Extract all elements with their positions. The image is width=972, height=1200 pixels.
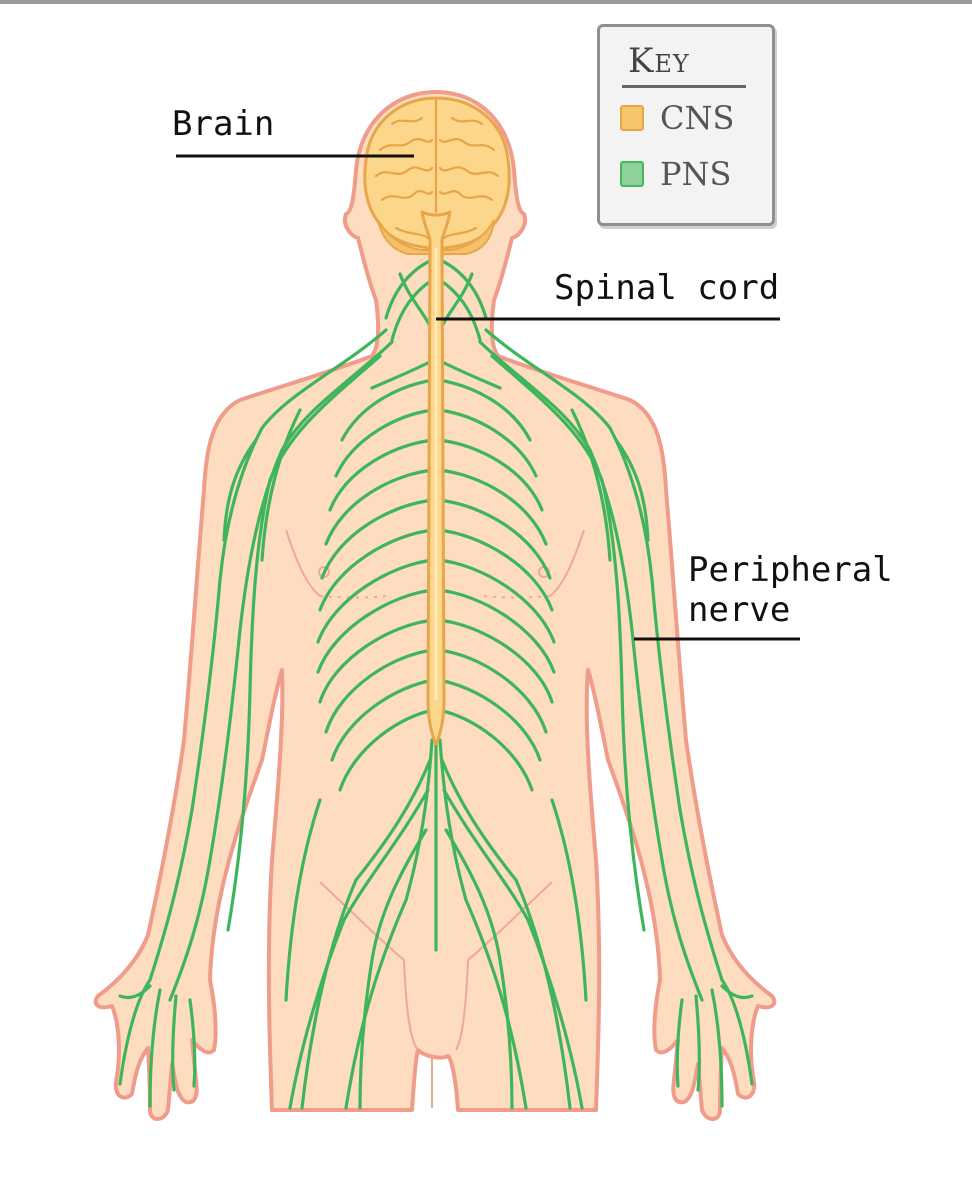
legend-title-underline: [622, 85, 746, 88]
label-brain: Brain: [172, 104, 275, 144]
peripheral-nerves: [118, 258, 754, 1110]
legend-key: Key CNS PNS: [597, 24, 775, 226]
label-peripheral-nerve: Peripheral nerve: [688, 550, 893, 630]
legend-item-cns: CNS: [620, 99, 735, 137]
cns-swatch: [620, 105, 644, 131]
label-peripheral-line1: Peripheral: [688, 550, 893, 590]
top-border: [0, 0, 972, 4]
pns-swatch: [620, 161, 644, 187]
legend-item-pns: PNS: [620, 155, 732, 193]
legend-title: Key: [628, 41, 690, 81]
label-spinal-cord: Spinal cord: [554, 268, 780, 308]
legend-label-pns: PNS: [660, 155, 732, 193]
torso-details: [285, 529, 585, 1108]
label-peripheral-line2: nerve: [688, 590, 791, 630]
legend-label-cns: CNS: [660, 99, 735, 137]
